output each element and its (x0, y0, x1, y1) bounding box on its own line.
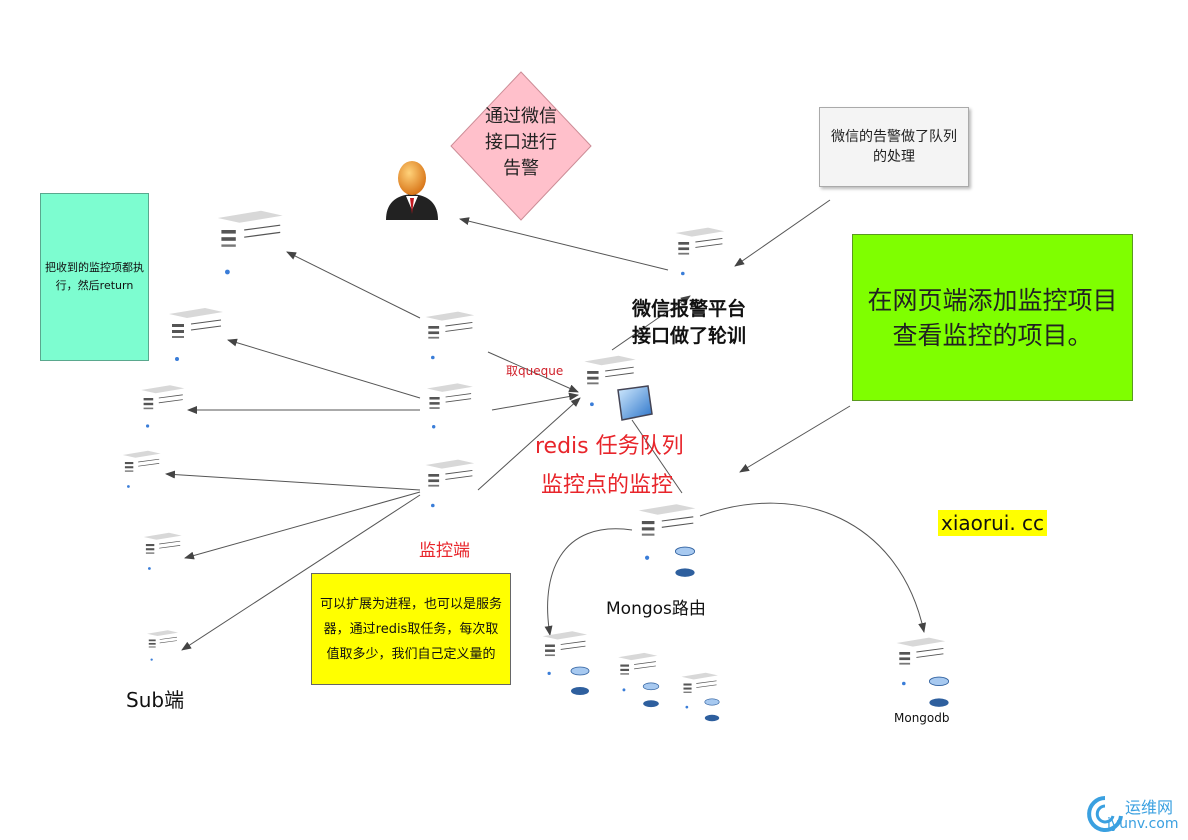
shard-db-icon-1 (570, 666, 590, 696)
watermark-bottom-text: iyunv.com (1107, 816, 1179, 832)
alert-diamond-text: 通过微信 接口进行 告警 (449, 104, 593, 182)
sub-server-3 (134, 382, 190, 446)
arrow-monitor-to-sub-2 (227, 338, 421, 399)
sub-side-label: Sub端 (126, 688, 185, 712)
arrow-monitor-to-sub-5 (184, 491, 421, 560)
shard-db-icon-3 (704, 698, 720, 722)
wechat-platform-label-line-2: 接口做了轮训 (632, 325, 747, 347)
sub-server-4 (116, 448, 166, 504)
wechat-queue-note: 微信的告警做了队列的处理 (819, 107, 969, 187)
arrow-mongos-to-mongodb (699, 502, 927, 633)
arrow-monitor-to-sub-1 (286, 251, 421, 319)
wechat-platform-label: 微信报警平台 接口做了轮训 (632, 296, 746, 350)
arrow-web-to-monitor (739, 405, 851, 473)
take-queue-label: 取queque (506, 364, 564, 378)
mongodb-db-icon (928, 676, 950, 708)
monitor-server-1 (419, 308, 479, 380)
sub-server-5 (138, 530, 186, 586)
sub-note: 把收到的监控项都执行，然后return (40, 193, 149, 361)
wechat-server (666, 224, 732, 296)
arrow-monitor-to-sub-4 (165, 470, 421, 491)
person-icon (386, 161, 438, 220)
arrow-note-to-wechat (734, 199, 831, 267)
alert-diamond-line-3: 告警 (503, 158, 539, 179)
redis-queue-label: redis 任务队列 (535, 434, 684, 459)
mongos-router-label: Mongos路由 (606, 599, 706, 619)
web-ui-note: 在网页端添加监控项目查看监控的项目。 (852, 234, 1133, 401)
alert-diamond (450, 71, 592, 221)
alert-diamond-line-1: 通过微信 (485, 106, 557, 127)
redis-monitor-screen-icon (617, 385, 653, 421)
mongodb-label: Mongodb (894, 711, 950, 725)
scaling-note: 可以扩展为进程，也可以是服务器，通过redis取任务，每次取值取多少，我们自己定… (311, 573, 511, 685)
mongos-db-icon (674, 546, 696, 578)
arrow-redis-to-wechat (611, 295, 691, 351)
arrow-monitor-to-redis-1 (487, 351, 579, 393)
monitor-server-3 (419, 456, 479, 528)
arrow-monitor-to-sub-6 (181, 494, 421, 651)
shard-db-icon-2 (642, 682, 660, 708)
watermark-top-text: 运维网 (1125, 798, 1174, 817)
arrow-monitor-to-redis-3 (477, 397, 581, 491)
watermark: 运维网 iyunv.com (1085, 792, 1185, 836)
alert-diamond-line-2: 接口进行 (485, 132, 557, 153)
sub-server-6 (142, 628, 182, 674)
wechat-platform-label-line-1: 微信报警平台 (632, 298, 747, 320)
monitor-server-2 (419, 380, 479, 448)
watermark-logo-icon (1087, 796, 1123, 832)
arrow-wechat-to-person (459, 217, 669, 271)
sub-server-2 (160, 304, 230, 384)
site-label: xiaorui. cc (938, 510, 1048, 536)
arrow-mongos-to-shard (544, 528, 633, 636)
sub-server-1 (207, 206, 291, 302)
arrow-monitor-to-redis-2 (491, 392, 579, 411)
monitor-side-label: 监控端 (419, 541, 470, 561)
line-redis-to-mongos (631, 419, 683, 494)
monitor-point-label: 监控点的监控 (541, 473, 674, 498)
